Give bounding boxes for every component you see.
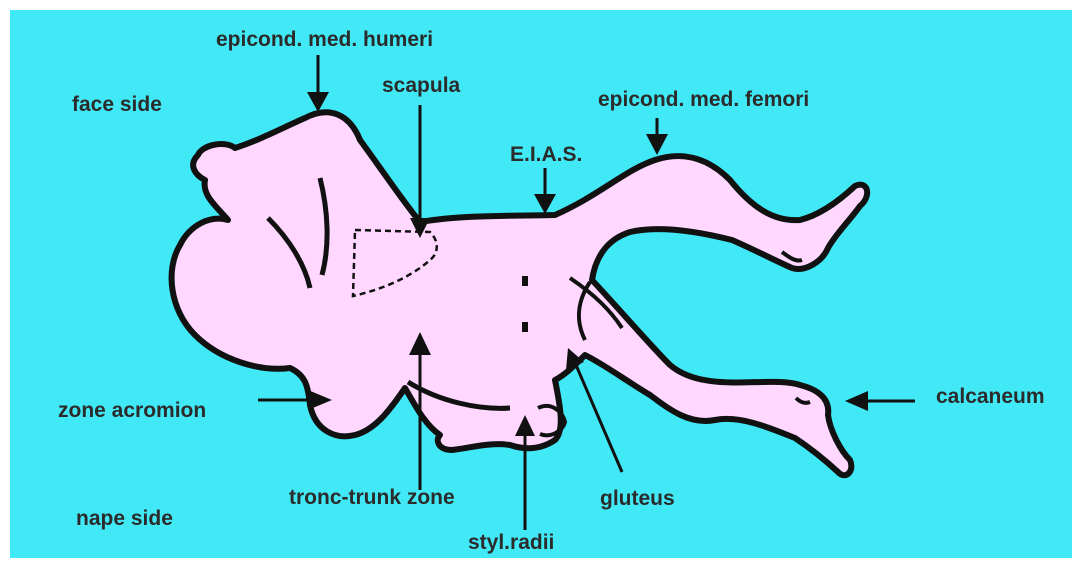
label-tronc-trunk-zone: tronc-trunk zone [289,487,455,508]
arrow-eias [534,168,556,214]
label-face-side: face side [72,94,162,115]
label-zone-acromion: zone acromion [58,400,206,421]
label-eias: E.I.A.S. [510,144,582,165]
arrow-calcaneum [845,391,915,411]
body-silhouette [172,112,868,475]
spine-mark-2 [522,322,528,332]
label-styl-radii: styl.radii [468,532,554,553]
arrow-styl-radii [515,415,535,530]
label-epicond-med-femori: epicond. med. femori [598,89,809,110]
spine-mark-1 [522,276,528,286]
label-scapula: scapula [382,75,460,96]
arrow-scapula [410,105,430,238]
label-gluteus: gluteus [600,488,675,509]
arrow-epicond-humeri [307,55,329,112]
label-epicond-med-humeri: epicond. med. humeri [216,29,433,50]
label-calcaneum: calcaneum [936,386,1045,407]
infant-figure [10,10,1072,558]
diagram-canvas: face side nape side epicond. med. humeri… [10,10,1072,558]
label-nape-side: nape side [76,508,173,529]
arrow-epicond-femori [646,118,668,155]
